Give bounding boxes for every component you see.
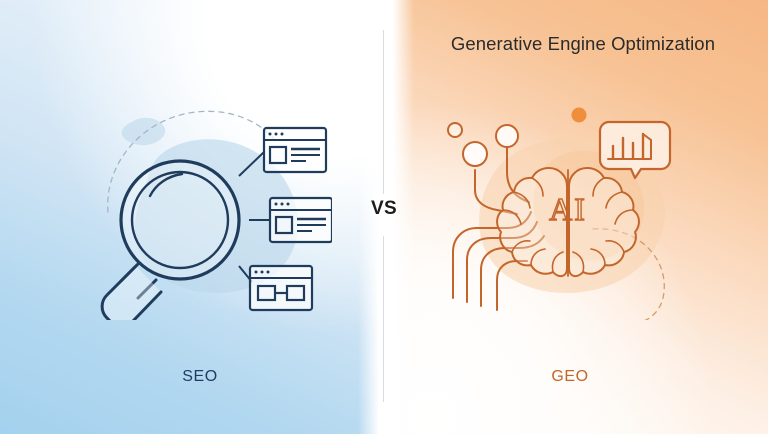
seo-blob-shapes [121, 117, 298, 294]
seo-illustration [92, 100, 334, 328]
caption-seo: SEO [182, 368, 218, 385]
geo-circuit-nodes [447, 122, 519, 167]
background-center-seam [358, 0, 414, 434]
analytics-speech-bubble [598, 120, 672, 180]
search-result-card-top [262, 126, 328, 174]
caption-geo: GEO [551, 368, 589, 385]
geo-node-stems [474, 147, 530, 215]
seo-dashed-arc [107, 110, 279, 213]
geo-circuit-lines [452, 211, 545, 311]
page-title-geo: Generative Engine Optimization [450, 33, 716, 54]
geo-illustration: AI [445, 98, 690, 325]
geo-blob-shapes [479, 137, 666, 294]
magnifying-glass-icon [100, 159, 241, 328]
divider-line-bottom [383, 236, 384, 402]
search-result-card-middle [268, 196, 334, 244]
divider-line-top [383, 30, 384, 194]
ai-brain-label: AI [549, 191, 587, 227]
bar-chart-icon [607, 132, 652, 160]
ai-brain-icon [496, 167, 640, 278]
vs-label: VS [371, 198, 397, 219]
search-result-card-bottom [248, 264, 314, 312]
geo-dashed-arc [592, 228, 665, 325]
geo-accent-dot [571, 107, 587, 123]
